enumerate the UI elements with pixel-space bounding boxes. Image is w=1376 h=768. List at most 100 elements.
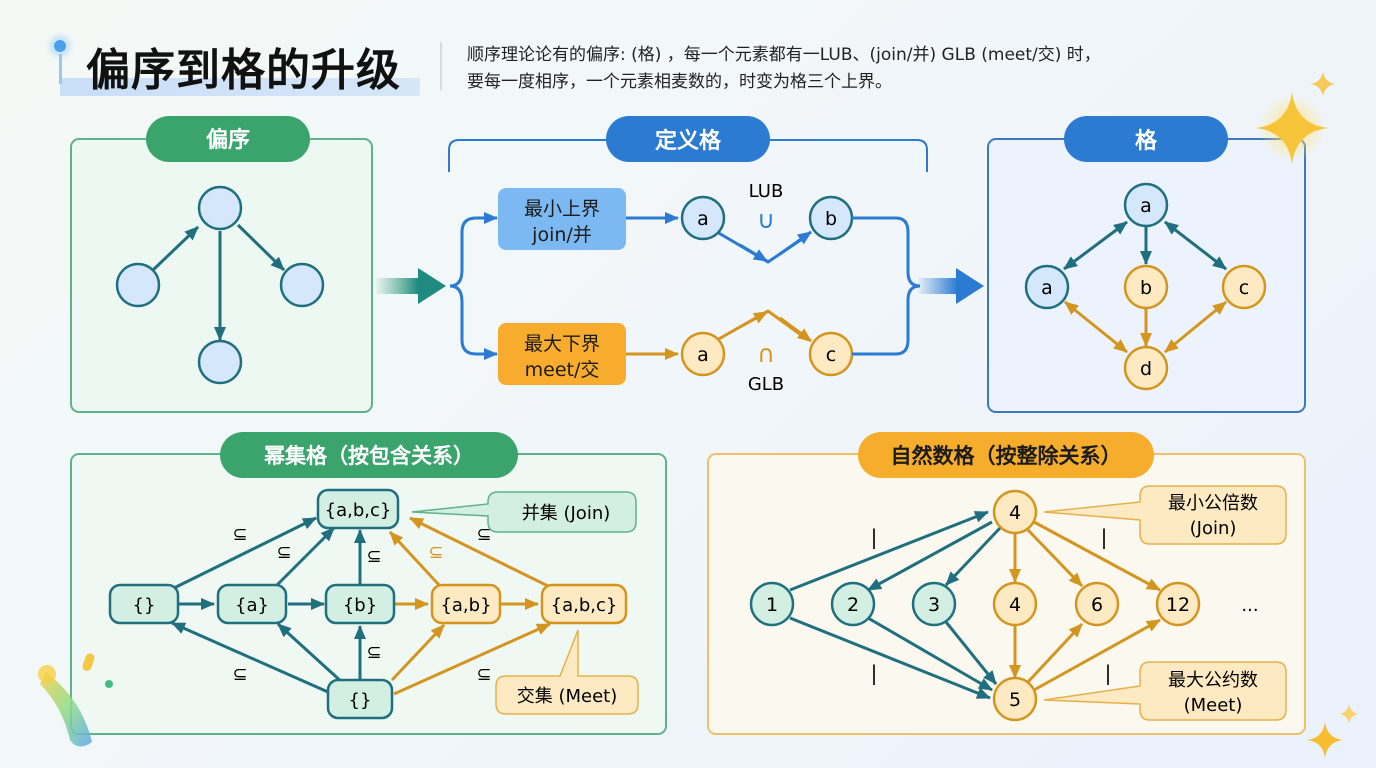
- brace-right-upper: [852, 216, 921, 288]
- powerset-edge: [409, 516, 549, 588]
- join-vee-arrow: [779, 230, 812, 256]
- lattice-node-bottom: [1123, 345, 1169, 391]
- gcd-callout-line1: 最大公约数: [1168, 670, 1258, 691]
- flow-arrow-1-shaft: [376, 278, 418, 294]
- swoosh-dot-yellow: [38, 665, 56, 683]
- lattice-edge: [1164, 220, 1227, 271]
- flow-arrow-2-head-icon: [956, 268, 984, 304]
- divisor-label: 自然数格（按整除关系）: [891, 444, 1122, 468]
- sparkle-bottom-small-icon: [1340, 704, 1358, 724]
- brace-lower-branch: [449, 284, 498, 360]
- sparkle-small-icon: [1311, 72, 1335, 96]
- powerset-node-b-label: {b}: [343, 595, 377, 616]
- lcm-callout-line1: 最小公倍数: [1168, 493, 1258, 514]
- meet-callout: [495, 629, 639, 715]
- powerset-node-b: [324, 583, 396, 625]
- powerset-node-top: [316, 488, 400, 530]
- poset-edge: [236, 223, 286, 272]
- lattice-node-top: [1123, 182, 1169, 228]
- confetti-yellow: [82, 653, 95, 671]
- divisor-edge: [789, 616, 991, 700]
- divisor-label-pill: [858, 432, 1154, 478]
- powerset-edge: [272, 526, 336, 590]
- powerset-node-a: [216, 583, 288, 625]
- poset-node-left: [115, 262, 161, 308]
- meet-node-c-label: c: [826, 344, 836, 366]
- join-callout-label: 并集 (Join): [522, 503, 611, 524]
- divisor-node-bottom: [992, 676, 1038, 722]
- poset-panel: 偏序: [70, 116, 373, 413]
- title-marker-dot-icon: [52, 38, 68, 54]
- divisor-edge: [1026, 622, 1084, 684]
- lattice-label: 格: [1135, 128, 1158, 154]
- flow-arrow-2-shaft: [918, 278, 958, 294]
- sparkle-bottom-large-icon: [1307, 722, 1343, 758]
- join-callout: [411, 491, 637, 533]
- divisor-edge: [944, 621, 998, 685]
- powerset-node-abc-label: {a,b,c}: [551, 595, 618, 616]
- header-divider: [440, 42, 442, 90]
- divisor-edge: [1026, 528, 1084, 588]
- meet-callout-label: 交集 (Meet): [517, 686, 618, 707]
- poset-node-top: [197, 185, 243, 231]
- powerset-node-ab-label: {a,b}: [440, 595, 491, 616]
- divisor-node-12: [1155, 581, 1201, 627]
- poset-label-pill: [146, 116, 310, 162]
- divides-symbol: |: [1105, 661, 1112, 685]
- flow-arrow-2: [918, 268, 984, 304]
- sparkle-large-icon: [1256, 92, 1328, 164]
- powerset-node-bottom-label: {}: [349, 690, 372, 711]
- poset-node-bottom: [197, 339, 243, 385]
- divisor-node-top-label: 4: [1009, 502, 1021, 524]
- title-block: 偏序到格的升级: [52, 38, 448, 98]
- page-title: 偏序到格的升级: [86, 45, 401, 96]
- powerset-node-abc: [540, 583, 628, 625]
- divides-symbol: |: [1101, 525, 1108, 549]
- glb-label: GLB: [748, 374, 784, 395]
- powerset-label-pill: [220, 432, 518, 478]
- lcm-callout: [1043, 485, 1287, 545]
- meet-vee-arrow: [779, 316, 812, 343]
- flow-arrow-1-head-icon: [418, 268, 446, 304]
- poset-label: 偏序: [206, 127, 250, 153]
- powerset-node-a-label: {a}: [235, 595, 269, 616]
- join-vee-arrow: [739, 243, 768, 263]
- divisor-node-4: [992, 581, 1038, 627]
- powerset-edge: [276, 622, 346, 686]
- divisor-node-2-label: 2: [847, 594, 859, 616]
- lub-label: LUB: [749, 181, 784, 202]
- meet-box-line2: meet/交: [525, 359, 600, 381]
- divisor-node-3: [911, 581, 957, 627]
- lattice-node-left: [1024, 264, 1070, 310]
- lattice-edge: [1064, 300, 1128, 354]
- gcd-callout: [1043, 661, 1287, 721]
- swoosh-shape: [40, 672, 92, 747]
- description-line-2: 要每一度相序，一个元素相麦数的，时变为格三个上界。: [467, 72, 892, 92]
- swoosh-decoration: [38, 653, 113, 747]
- powerset-edge: [171, 621, 329, 694]
- sparkle-decoration-top: [1256, 72, 1335, 164]
- powerset-node-bottom: [326, 678, 394, 720]
- lattice-panel: 格 a a b c d: [987, 116, 1306, 413]
- sparkle-decoration-bottom: [1307, 704, 1358, 758]
- powerset-label: 幂集格（按包含关系）: [264, 444, 474, 468]
- subset-symbol: ⊆: [476, 524, 491, 545]
- divisor-panel: 自然数格（按整除关系） | | | | 4 1: [707, 432, 1306, 735]
- powerset-node-ab: [430, 583, 502, 625]
- meet-symbol: ∩: [757, 340, 775, 368]
- title-marker-stem: [59, 52, 62, 84]
- header-description: 顺序理论论有的偏序: (格) ，每一个元素都有一LUB、(join/并) GLB…: [467, 42, 1101, 96]
- define-panel: 定义格 最小上界 join/并 最大下界 meet/交 a b LUB ∪: [448, 116, 928, 395]
- poset-node-right: [279, 262, 325, 308]
- lattice-node-top-label: a: [1140, 195, 1152, 217]
- divides-symbol: |: [871, 661, 878, 685]
- confetti-green-dot: [105, 680, 113, 688]
- lattice-node-right: [1221, 264, 1267, 310]
- gcd-callout-line2: (Meet): [1184, 695, 1243, 716]
- divisor-node-1-label: 1: [766, 594, 778, 616]
- meet-box-line1: 最大下界: [524, 333, 600, 355]
- flow-arrow-1: [376, 268, 446, 304]
- define-label: 定义格: [655, 128, 722, 154]
- divisor-ellipsis: ...: [1241, 595, 1258, 616]
